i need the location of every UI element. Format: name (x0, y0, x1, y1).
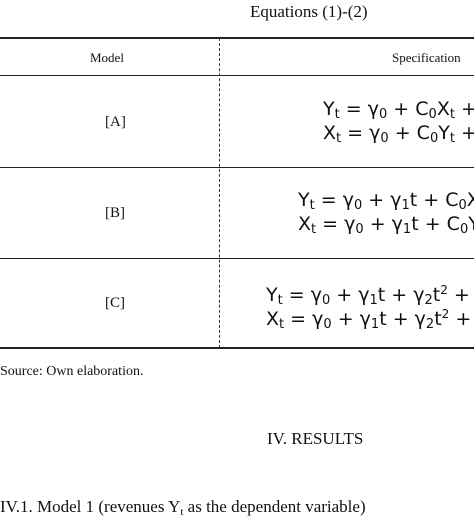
equation-term: γ (342, 189, 354, 211)
equation-term: C (416, 122, 430, 144)
equation-subscript: 0 (458, 198, 467, 213)
source-note: Source: Own elaboration. (0, 364, 144, 379)
equation-term: γ (310, 284, 322, 306)
equation-subscript: 0 (459, 222, 469, 237)
equation-term: X (323, 122, 337, 144)
equation-term: = (339, 98, 368, 120)
equation-term: Y (323, 98, 335, 120)
equation-term: γ (367, 98, 379, 120)
equation-subscript: 0 (428, 107, 437, 122)
subsection-var-sub: t (180, 506, 184, 518)
equation-term: + (330, 284, 359, 306)
equation-subscript: 2 (425, 317, 435, 332)
section-heading: IV. RESULTS (267, 429, 364, 448)
equation-term: + (388, 122, 417, 144)
subsection-suffix: as the dependent variable) (183, 497, 366, 516)
equation-subscript: 1 (369, 293, 378, 308)
equation-subscript: 0 (323, 317, 332, 332)
equation-term: Y (298, 189, 310, 211)
equation-term: γ (358, 284, 370, 306)
equation-b-2: Xt = γ0 + γ1t + C0Yt (298, 213, 474, 237)
equation-term: γ (390, 189, 402, 211)
equation-term: = (341, 122, 370, 144)
header-rule (0, 75, 474, 76)
equation-term: C (415, 98, 429, 120)
equation-subscript: 1 (370, 317, 380, 332)
equation-c-1: Yt = γ0 + γ1t + γ2t2 + C (266, 283, 474, 308)
equation-subscript: t (277, 293, 283, 308)
equation-subscript: 1 (401, 198, 410, 213)
equation-term: γ (359, 308, 371, 330)
equation-subscript: 0 (353, 198, 363, 213)
equation-subscript: t (311, 222, 317, 237)
equation-term: + (362, 189, 391, 211)
equation-term: Y (266, 284, 278, 306)
equation-term: + C (455, 308, 474, 330)
equation-term: Y (468, 213, 474, 235)
equation-subscript: t (334, 107, 340, 122)
equation-a-2: Xt = γ0 + C0Yt + C (323, 122, 474, 146)
equation-c-2: Xt = γ0 + γ1t + γ2t2 + C (266, 307, 474, 332)
equation-term: + (331, 308, 360, 330)
equation-term: X (266, 308, 280, 330)
equation-term: t + (379, 308, 415, 330)
equation-term: = (282, 284, 311, 306)
row-rule-a (0, 167, 474, 168)
equation-term: C (446, 213, 460, 235)
equation-superscript: 2 (441, 307, 450, 321)
equation-term: = (284, 308, 313, 330)
equation-term: γ (369, 122, 381, 144)
subsection-heading: IV.1. Model 1 (revenues Yt as the depend… (0, 497, 366, 518)
model-label-c: [C] (105, 295, 125, 311)
equation-term: + C (460, 122, 474, 144)
equation-subscript: 0 (321, 293, 331, 308)
table-top-rule (0, 37, 474, 39)
equation-term: Y (438, 122, 450, 144)
header-model: Model (90, 50, 124, 65)
equation-term: t + (409, 189, 446, 211)
equation-subscript: 2 (424, 293, 433, 308)
equation-term: γ (344, 213, 356, 235)
equation-term: + (363, 213, 392, 235)
equation-superscript: 2 (440, 283, 448, 297)
equation-term: t + (411, 213, 447, 235)
equation-term: γ (413, 284, 425, 306)
equation-term: + C (453, 284, 474, 306)
equation-term: = (316, 213, 345, 235)
table-bottom-rule (0, 347, 474, 349)
equation-term: X (436, 98, 450, 120)
equation-term: + (387, 98, 416, 120)
equation-subscript: 0 (355, 222, 364, 237)
subsection-prefix: IV.1. Model 1 (revenues (0, 497, 169, 516)
equation-subscript: 1 (402, 222, 412, 237)
equation-term: t (432, 284, 441, 306)
equation-b-1: Yt = γ0 + γ1t + C0Xt (298, 189, 474, 213)
equation-term: + C (460, 98, 474, 120)
model-label-a: [A] (105, 114, 126, 130)
equation-term: X (466, 189, 474, 211)
equation-term: γ (391, 213, 403, 235)
row-rule-b (0, 258, 474, 259)
equation-term: t (434, 308, 442, 330)
equation-subscript: 0 (429, 131, 439, 146)
equation-subscript: t (336, 131, 342, 146)
equation-a-1: Yt = γ0 + C0Xt + C (323, 98, 474, 122)
equation-term: γ (414, 308, 426, 330)
equation-term: C (445, 189, 459, 211)
equation-subscript: 0 (378, 107, 388, 122)
column-divider (219, 38, 220, 348)
header-specification: Specification (392, 50, 461, 65)
subsection-var: Y (168, 497, 181, 516)
equation-subscript: t (309, 198, 315, 213)
equation-subscript: 0 (380, 131, 389, 146)
table-caption: Equations (1)-(2) (250, 2, 368, 21)
model-label-b: [B] (105, 205, 125, 221)
equation-subscript: t (279, 317, 285, 332)
equation-term: γ (312, 308, 324, 330)
equation-term: t + (377, 284, 414, 306)
equation-term: X (298, 213, 312, 235)
equation-subscript: t (449, 131, 455, 146)
equation-term: = (314, 189, 343, 211)
equation-subscript: t (449, 107, 455, 122)
